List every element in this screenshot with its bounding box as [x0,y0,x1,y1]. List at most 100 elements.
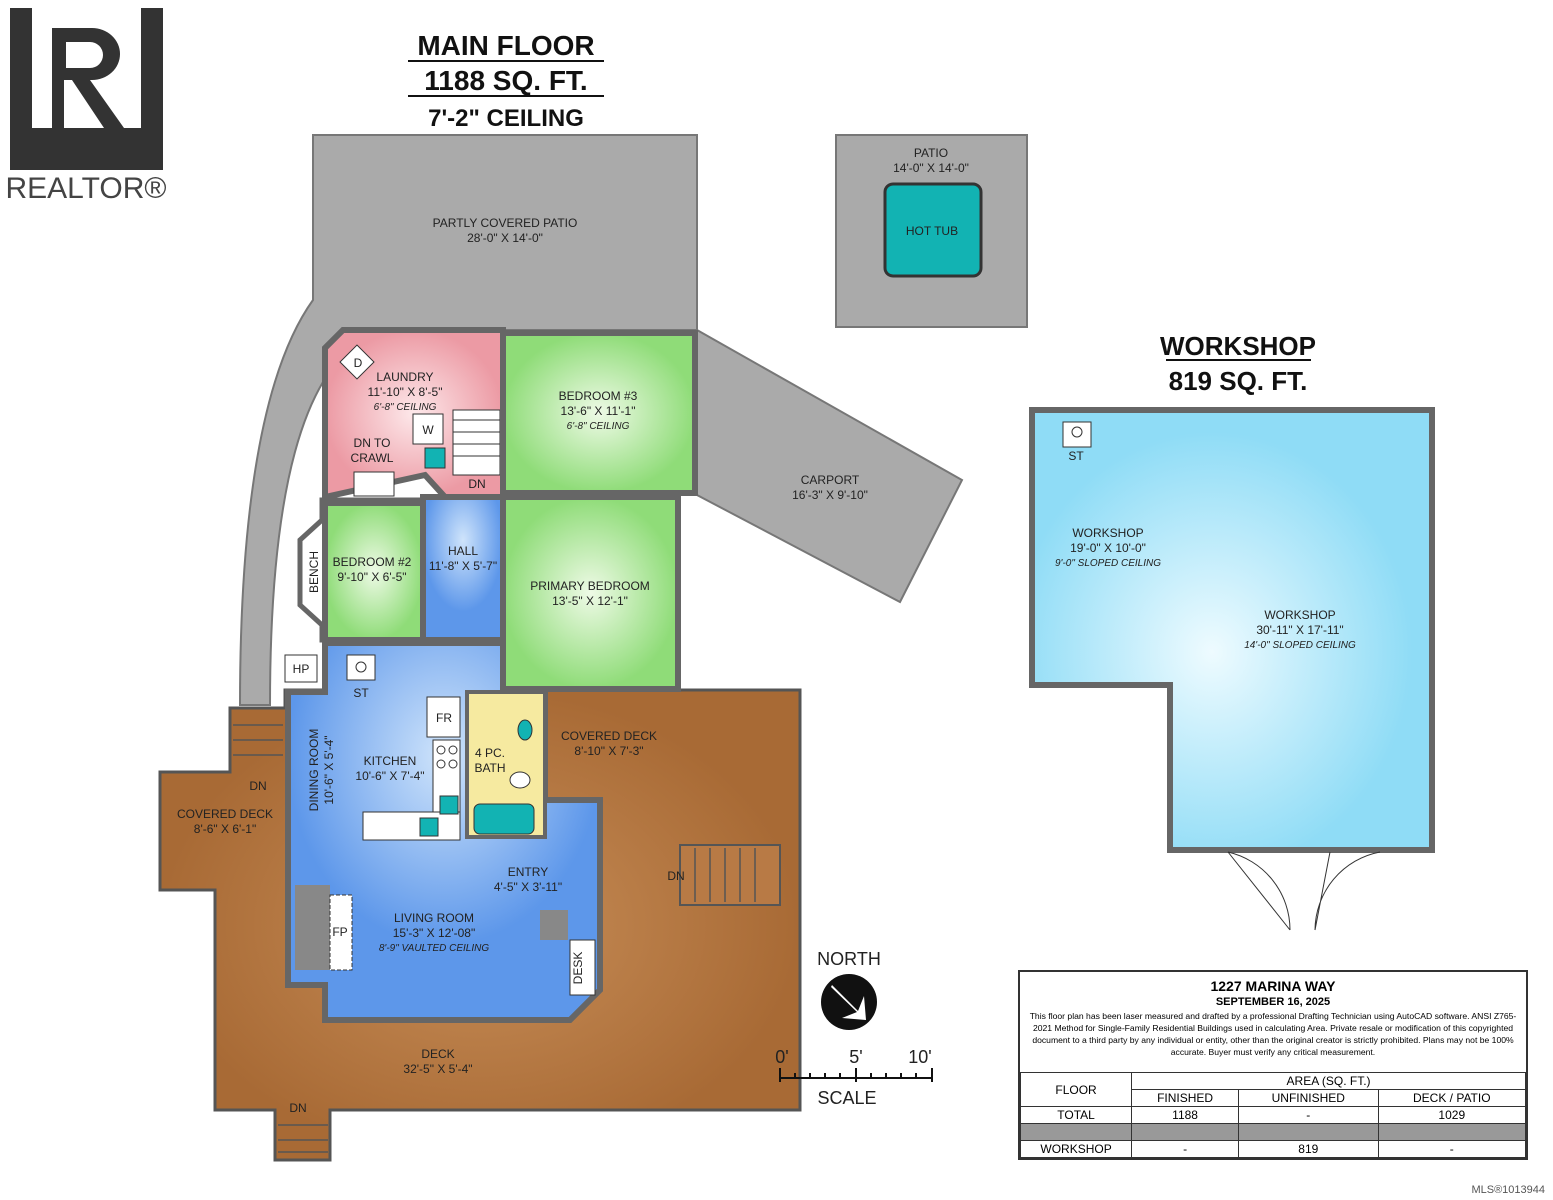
workshop-double-door [1227,851,1381,931]
deck-label: DECK [421,1047,454,1061]
workshop-title: WORKSHOP [1160,331,1316,361]
realtor-logo: REALTOR® [5,8,167,205]
svg-text:D: D [354,356,363,370]
dryer [339,344,375,380]
svg-text:WORKSHOP: WORKSHOP [1072,526,1143,540]
svg-text:16'-3" X 9'-10": 16'-3" X 9'-10" [792,488,868,502]
mls-number: MLS®1013944 [1471,1184,1545,1196]
svg-text:DESK: DESK [571,952,585,985]
primary-bedroom: PRIMARY BEDROOM 13'-5" X 12'-1" [500,494,681,692]
svg-text:ST: ST [1068,449,1084,463]
svg-text:FP: FP [332,925,347,939]
svg-text:32'-5" X 5'-4": 32'-5" X 5'-4" [403,1062,472,1076]
svg-text:DN: DN [249,779,266,793]
svg-text:WORKSHOP: WORKSHOP [1264,608,1335,622]
svg-text:0': 0' [775,1047,788,1067]
desk [569,939,596,996]
scale-bar: 0' 5' 10' SCALE [775,1047,933,1108]
svg-text:HOT TUB: HOT TUB [906,224,958,238]
address: 1227 MARINA WAY [1210,978,1336,994]
svg-text:14'-0" SLOPED CEILING: 14'-0" SLOPED CEILING [1244,640,1356,651]
svg-text:4'-5" X 3'-11": 4'-5" X 3'-11" [494,880,562,894]
svg-text:ST: ST [353,686,369,700]
laundry-room: D W LAUNDRY 11'-10" X 8'-5" 6'-8" CEILIN… [322,327,506,501]
hot-tub-patio: PATIO 14'-0" X 14'-0" HOT TUB [835,134,1028,328]
toilet [509,771,531,789]
svg-text:8'-6" X 6'-1": 8'-6" X 6'-1" [194,822,256,836]
svg-text:HP: HP [293,662,310,676]
main-floor-title: MAIN FLOOR [417,30,594,61]
svg-text:DN: DN [667,869,684,883]
stove [346,654,376,681]
svg-text:SCALE: SCALE [817,1088,876,1108]
svg-text:4 PC.: 4 PC. [475,746,505,760]
sink [517,719,533,741]
kitchen-label: KITCHEN [364,754,417,768]
svg-text:BEDROOM #2: BEDROOM #2 [333,555,412,569]
hot-tub [883,182,983,278]
svg-text:8'-10" X 7'-3": 8'-10" X 7'-3" [574,744,643,758]
north-compass: NORTH [817,949,881,1030]
hall: DN HALL 11'-8" X 5'-7" [420,477,506,643]
covered-deck-left-label: COVERED DECK [177,807,273,821]
svg-text:LAUNDRY: LAUNDRY [376,370,433,384]
dining-room-label: DINING ROOM [307,729,321,812]
svg-text:14'-0" X 14'-0": 14'-0" X 14'-0" [893,161,969,175]
svg-text:HALL: HALL [448,544,478,558]
svg-text:9'-10" X 6'-5": 9'-10" X 6'-5" [337,570,406,584]
svg-text:11'-10" X 8'-5": 11'-10" X 8'-5" [368,385,443,399]
stairs [452,409,501,476]
svg-text:10'-6" X 5'-4": 10'-6" X 5'-4" [322,735,336,804]
bedroom-3: BEDROOM #3 13'-6" X 11'-1" 6'-8" CEILING [500,330,698,496]
living-area: 4 PC. BATH FR ST HP FP DESK KITCHEN 10'-… [284,640,603,1023]
svg-text:DN: DN [289,1101,306,1115]
svg-text:BEDROOM #3: BEDROOM #3 [559,389,638,403]
svg-text:28'-0" X 14'-0": 28'-0" X 14'-0" [467,231,543,245]
svg-text:30'-11" X 17'-11": 30'-11" X 17'-11" [1256,623,1343,637]
svg-text:BATH: BATH [474,761,505,775]
svg-text:13'-5" X 12'-1": 13'-5" X 12'-1" [552,594,628,608]
covered-deck-right-label: COVERED DECK [561,729,657,743]
heat-pump [284,654,318,683]
fireplace [295,885,330,970]
main-floor-ceiling: 7'-2" CEILING [428,105,584,132]
svg-text:9'-0" SLOPED CEILING: 9'-0" SLOPED CEILING [1055,558,1161,569]
svg-text:6'-8" CEILING: 6'-8" CEILING [567,421,630,432]
main-floor-area: 1188 SQ. FT. [424,65,587,96]
washer [412,413,444,445]
carport: CARPORT 16'-3" X 9'-10" [696,328,964,604]
bathtub [473,803,535,835]
realtor-logo-text: REALTOR® [5,172,166,205]
svg-text:PRIMARY BEDROOM: PRIMARY BEDROOM [530,579,650,593]
svg-text:NORTH: NORTH [817,949,881,969]
svg-text:5': 5' [849,1047,862,1067]
workshop-area: 819 SQ. FT. [1169,366,1308,396]
svg-text:PARTLY COVERED PATIO: PARTLY COVERED PATIO [433,216,578,230]
svg-text:PATIO: PATIO [914,146,948,160]
info-box: 1227 MARINA WAY SEPTEMBER 16, 2025 This … [1018,970,1528,1160]
bedroom-2: BENCH BEDROOM #2 9'-10" X 6'-5" [297,497,426,643]
svg-text:BENCH: BENCH [307,551,321,593]
table-row: WORKSHOP-819- [1019,1140,1527,1158]
disclaimer: This floor plan has been laser measured … [1029,1011,1517,1057]
svg-text:10'-6" X 7'-4": 10'-6" X 7'-4" [355,769,424,783]
svg-text:DN TO: DN TO [354,436,391,450]
svg-text:CRAWL: CRAWL [351,451,394,465]
svg-text:DN: DN [468,477,485,491]
svg-text:W: W [422,423,434,437]
right-stairs [679,844,781,906]
svg-text:13'-6" X 11'-1": 13'-6" X 11'-1" [561,404,636,418]
svg-text:11'-8" X 5'-7": 11'-8" X 5'-7" [429,559,497,573]
svg-text:10': 10' [908,1047,931,1067]
svg-text:19'-0" X 10'-0": 19'-0" X 10'-0" [1070,541,1146,555]
svg-text:CARPORT: CARPORT [801,473,860,487]
living-room-label: LIVING ROOM [394,911,474,925]
svg-text:FR: FR [436,711,452,725]
svg-text:15'-3" X 12'-08": 15'-3" X 12'-08" [393,926,475,940]
workshop: ST WORKSHOP 19'-0" X 10'-0" 9'-0" SLOPED… [1029,407,1435,931]
workshop-stove [1062,421,1092,448]
entry-label: ENTRY [508,865,548,879]
